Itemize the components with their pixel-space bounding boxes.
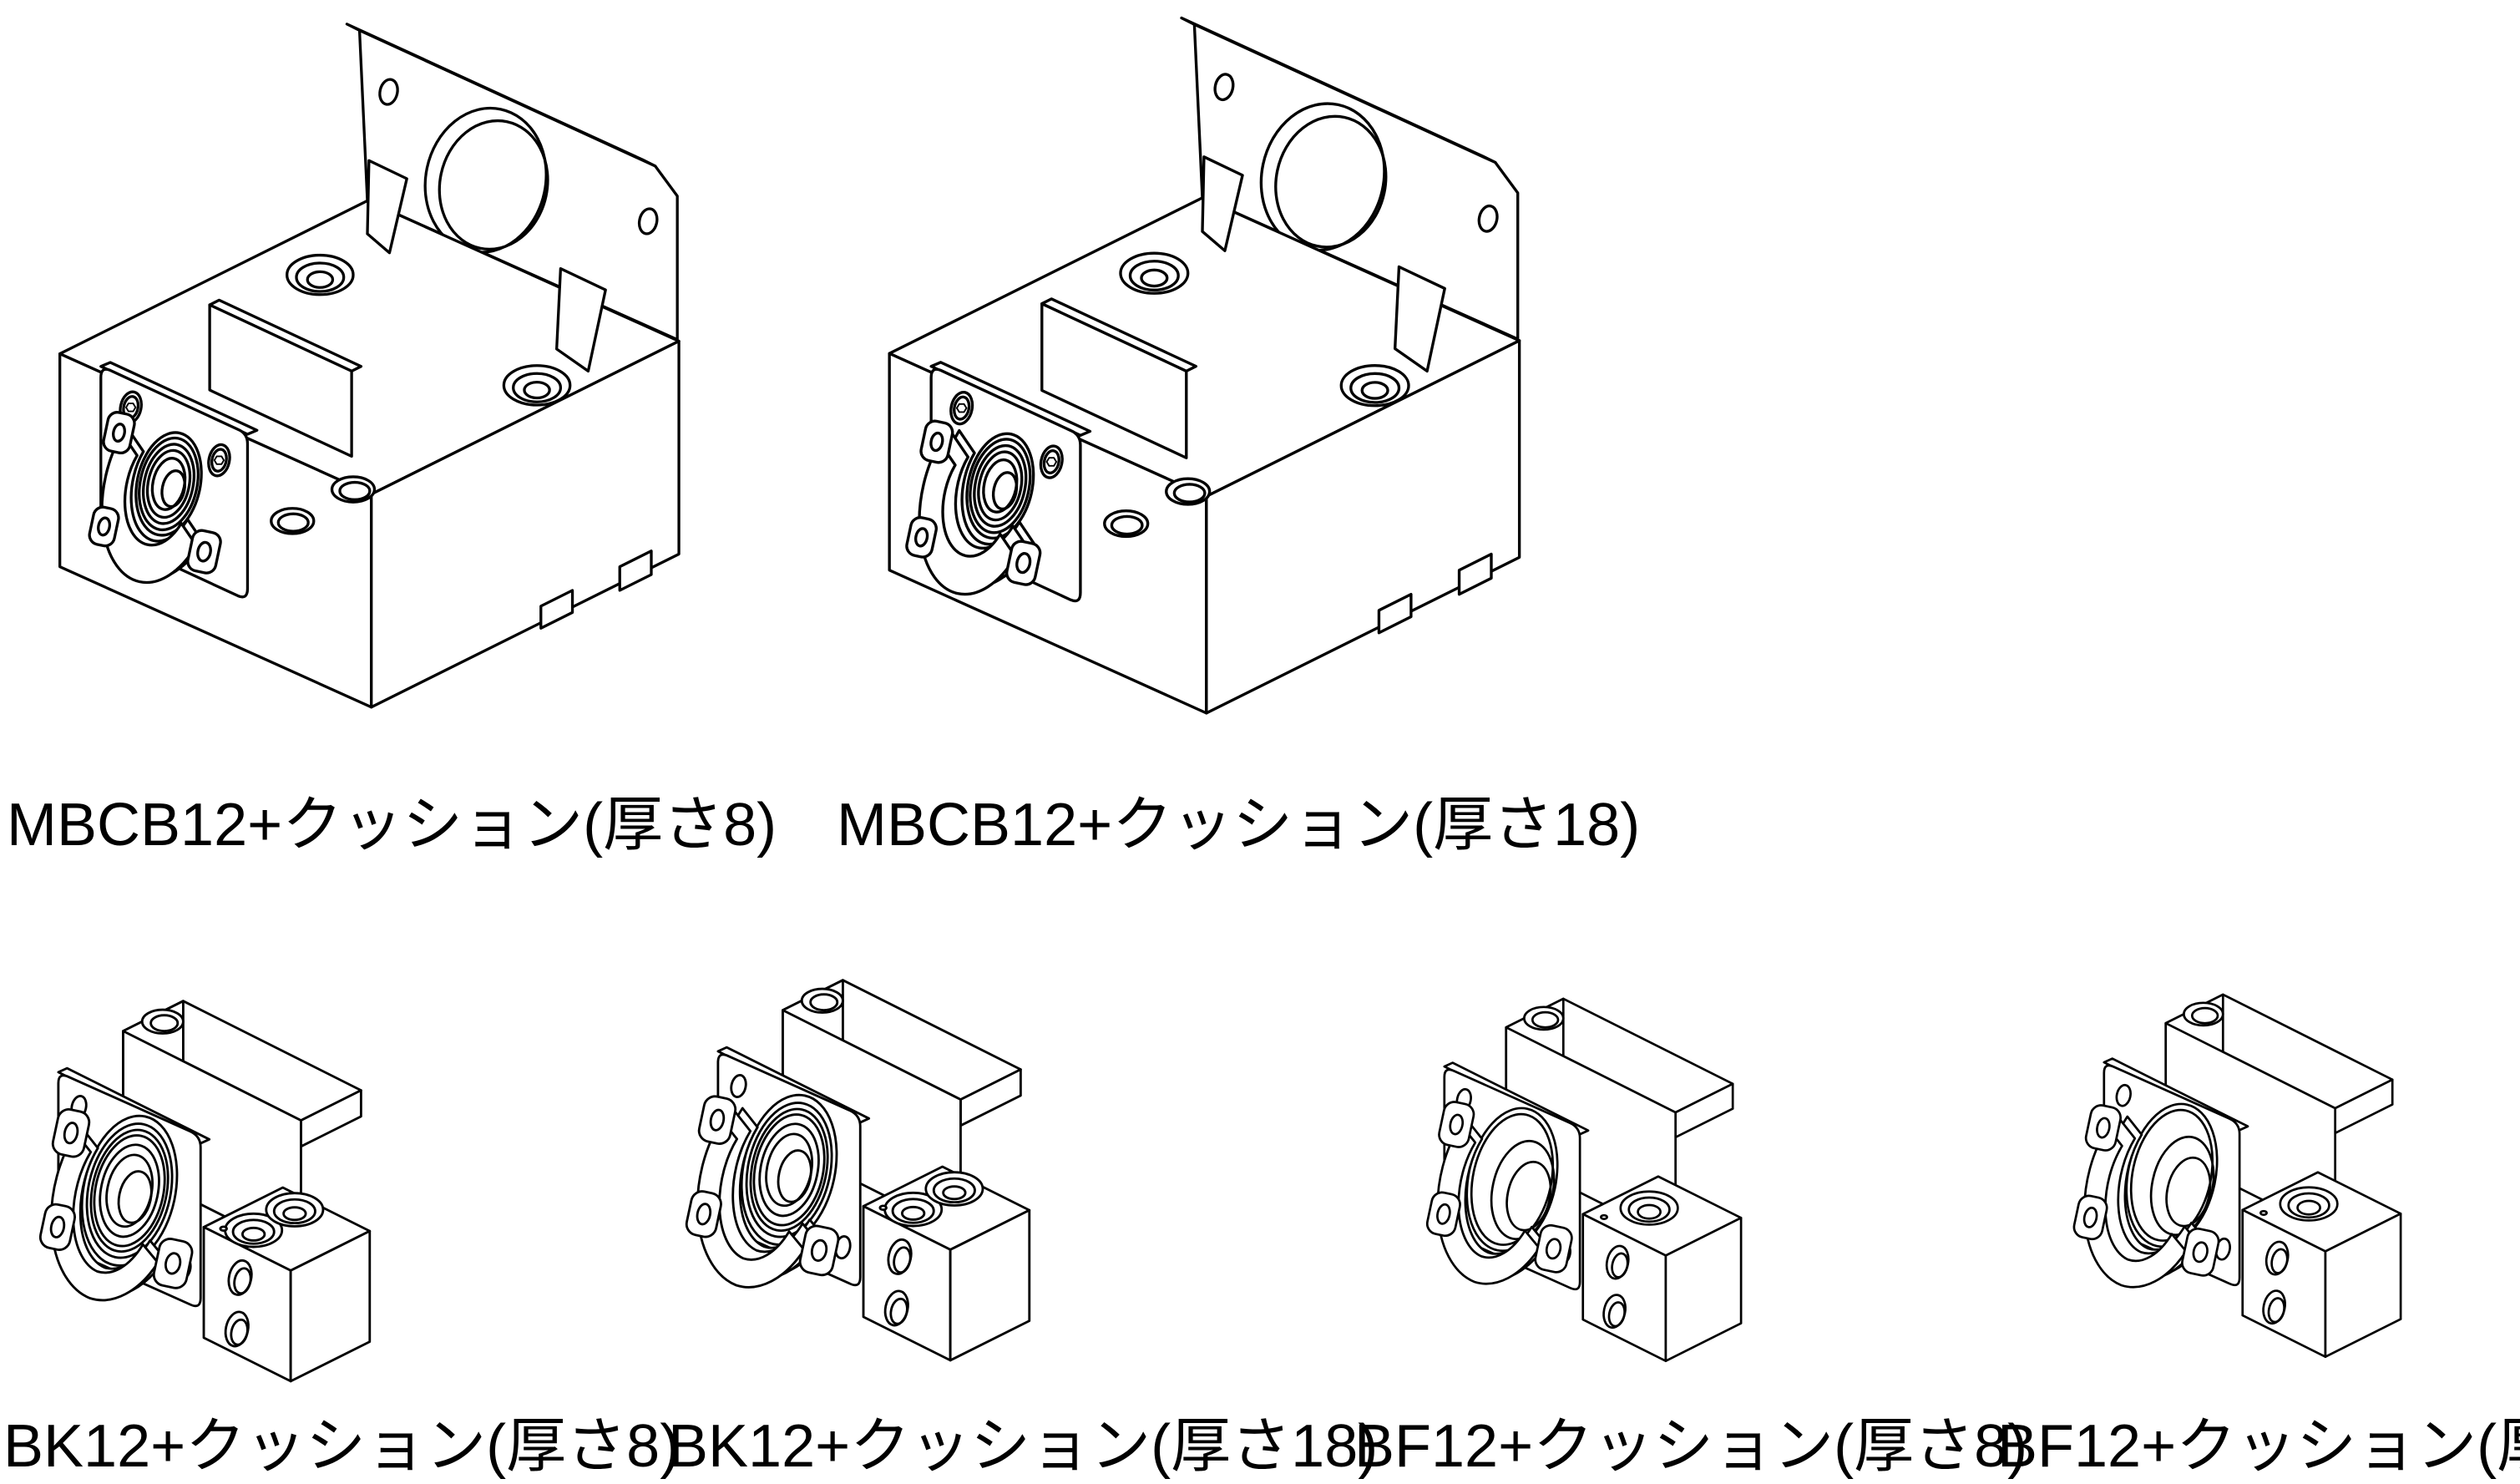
caption-bf12-18: BF12+クッション(厚さ18) bbox=[1997, 1413, 2520, 1480]
cushion-clamp-thick bbox=[2072, 1104, 2220, 1289]
counterbore-hole bbox=[1637, 1203, 1662, 1220]
unit-housing bbox=[1040, 302, 1188, 459]
mbcb12-cushion8-drawing bbox=[13, 8, 722, 731]
counterbore-hole bbox=[523, 380, 551, 400]
cushion-clamp bbox=[88, 411, 222, 585]
unit-housing bbox=[208, 303, 353, 458]
wall-corner-hole bbox=[637, 207, 659, 236]
caption-bk12-8: BK12+クッション(厚さ8) bbox=[3, 1413, 681, 1480]
caption-mbcb12-18: MBCB12+クッション(厚さ18) bbox=[837, 792, 1641, 858]
motor-pilot-hole-inner bbox=[438, 119, 549, 251]
gusset-rib bbox=[366, 159, 408, 255]
hex-socket-screw bbox=[213, 455, 225, 465]
rear-counterbore bbox=[149, 1014, 180, 1033]
side-hole bbox=[230, 1318, 249, 1346]
step-hole bbox=[338, 480, 372, 501]
gusset-rib bbox=[555, 266, 607, 373]
base-foot bbox=[618, 550, 653, 592]
mbcb12-cushion18-drawing bbox=[831, 8, 1574, 731]
counterbore-hole bbox=[282, 1206, 307, 1222]
gusset-rib bbox=[1201, 155, 1244, 252]
hex-socket-screw bbox=[955, 403, 968, 413]
cushion-clamp bbox=[38, 1107, 194, 1302]
bf12-cushion18-drawing bbox=[2050, 948, 2492, 1370]
base-foot bbox=[539, 589, 574, 630]
counterbore-hole bbox=[2296, 1199, 2321, 1216]
counterbore-hole bbox=[240, 1226, 266, 1242]
bf12-cushion8-drawing bbox=[1394, 952, 1829, 1374]
base-right-face bbox=[370, 339, 681, 709]
cushion-clamp bbox=[1425, 1101, 1573, 1285]
bk12-cushion8-drawing bbox=[17, 952, 451, 1395]
step-hole bbox=[276, 512, 310, 533]
hex-socket-screw bbox=[1045, 457, 1058, 467]
cushion-clamp-thick bbox=[685, 1095, 840, 1289]
wall-corner-hole bbox=[378, 78, 399, 106]
caption-mbcb12-8: MBCB12+クッション(厚さ8) bbox=[7, 792, 777, 858]
cushion-clamp-thick bbox=[905, 419, 1042, 596]
caption-bk12-18: BK12+クッション(厚さ18) bbox=[668, 1413, 1379, 1480]
counterbore-hole bbox=[306, 270, 335, 289]
gusset-rib bbox=[1393, 265, 1446, 373]
bk12-cushion18-drawing bbox=[676, 931, 1111, 1374]
hex-socket-screw bbox=[125, 403, 137, 413]
pin-hole bbox=[219, 1225, 228, 1233]
caption-bf12-8: BF12+クッション(厚さ8) bbox=[1354, 1413, 2028, 1480]
side-hole bbox=[233, 1267, 252, 1295]
